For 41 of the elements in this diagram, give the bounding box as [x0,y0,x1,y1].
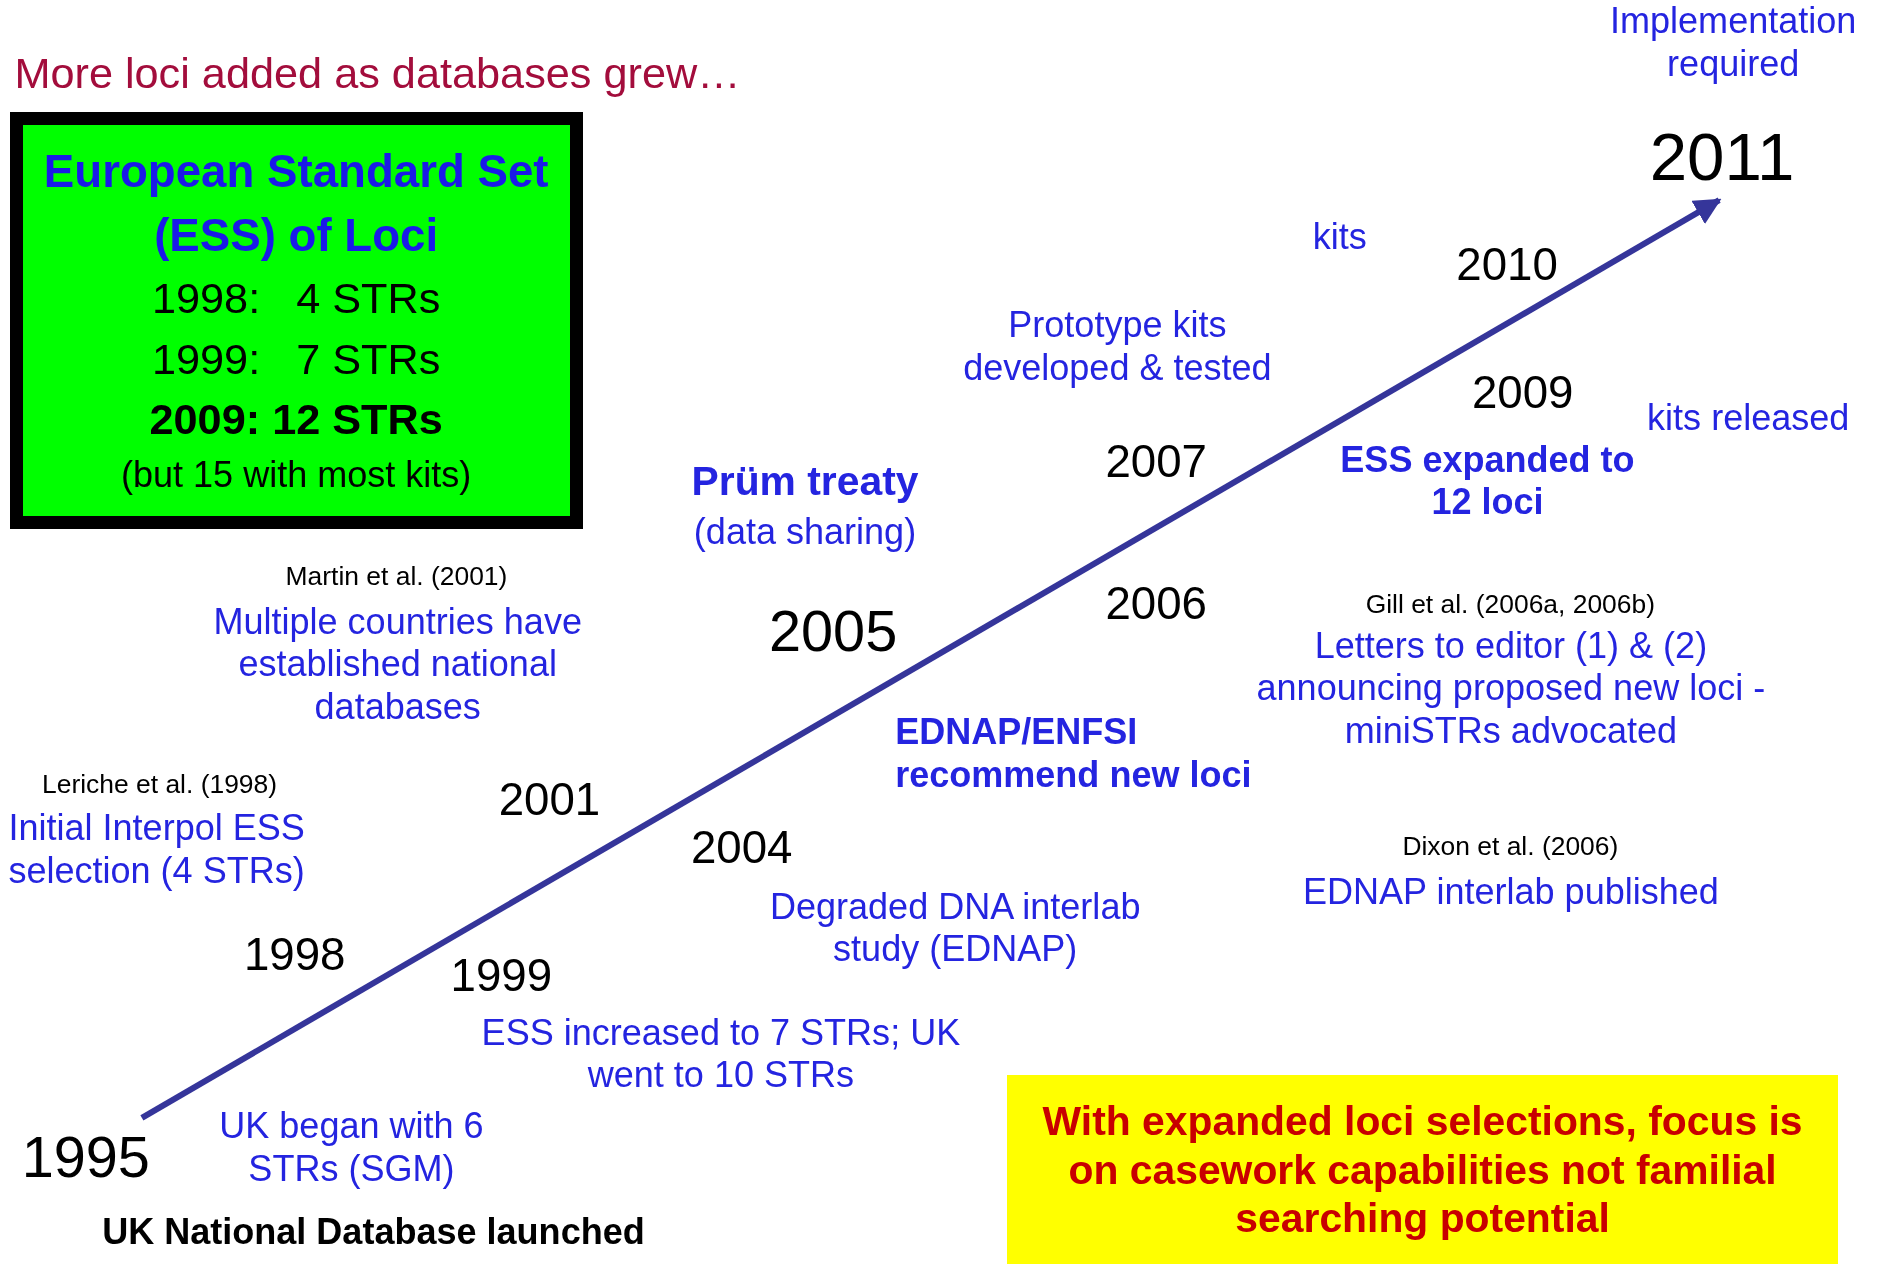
box-text: 1998: 4 STRs [151,273,441,325]
event-text: (data sharing) [692,510,918,554]
citation-text: Leriche et al. (1998) [42,768,278,801]
timeline-arrow [140,197,1722,1121]
event-text: EDNAP/ENFSI recommend new loci [895,711,1253,797]
year-label: 1998 [243,927,346,982]
year-label: 1999 [450,949,553,1004]
note-box [1006,1075,1839,1264]
year-label: 2001 [498,772,601,827]
event-text: UK began with 6 STRs (SGM) [218,1105,485,1191]
event-text: Implementation required [1609,0,1858,86]
box-text: 1999: 7 STRs [151,333,441,385]
event-text: Letters to editor (1) & (2) announcing proposed new loci - miniSTRs advocated [1255,624,1767,753]
year-label: 2006 [1105,576,1207,631]
year-label: 2004 [690,820,793,875]
event-text: Multiple countries have established national databases [212,600,583,729]
event-text: UK National Database launched [102,1211,645,1254]
event-text: Prototype kits developed & tested [962,304,1273,390]
note-text: With expanded loci selections, focus is on casework capabilities not familial searching potential [1041,1097,1804,1242]
event-text: Prüm treaty [690,456,920,505]
year-label: 2007 [1105,434,1207,489]
year-label: 2010 [1456,237,1558,292]
citation-text: Dixon et al. (2006) [1401,831,1620,863]
box-text: (but 15 with most kits) [120,452,472,497]
year-label: 2009 [1471,366,1574,421]
event-text: Degraded DNA interlab study (EDNAP) [768,885,1142,971]
box-text: 2009: 12 STRs [149,394,443,446]
event-text: kits [1311,216,1368,259]
event-text: kits released [1646,396,1851,440]
ess-box [9,111,583,529]
citation-text: Gill et al. (2006a, 2006b) [1364,588,1656,620]
event-text: Initial Interpol ESS selection (4 STRs) [8,807,306,893]
box-heading: European Standard Set (ESS) of Loci [42,145,550,264]
year-label: 2005 [768,598,898,666]
event-text: ESS expanded to 12 loci [1339,438,1636,524]
year-label: 2011 [1649,120,1795,195]
subtitle: More loci added as databases grew… [14,48,741,100]
year-label: 1995 [21,1125,150,1190]
citation-text: Martin et al. (2001) [284,561,509,593]
event-text: ESS increased to 7 STRs; UK went to 10 STRs [480,1011,962,1097]
event-text: EDNAP interlab published [1301,871,1720,914]
